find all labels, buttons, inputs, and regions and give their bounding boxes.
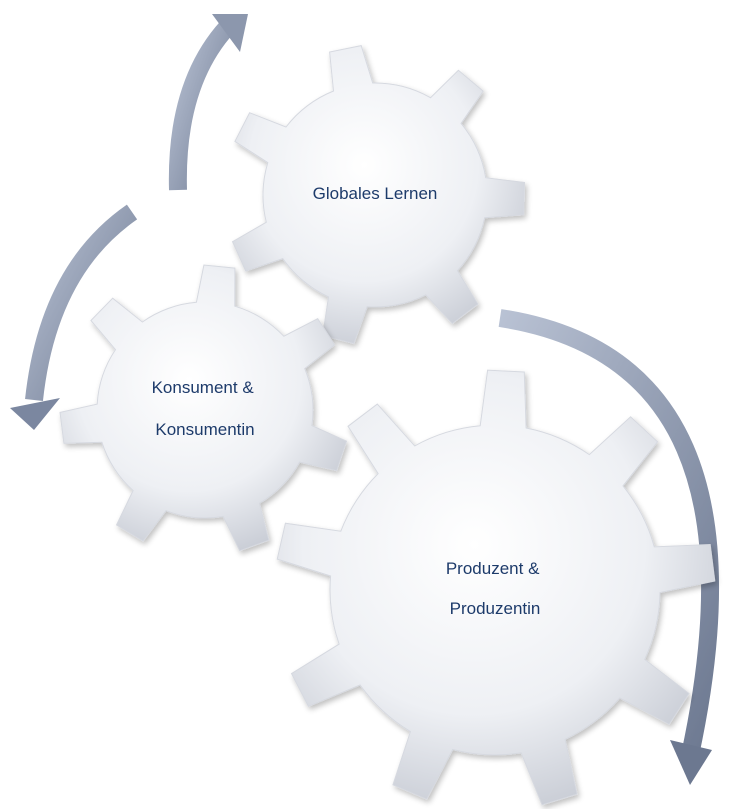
arrow-top-left — [168, 15, 239, 191]
gear-globales-lernen: Globales Lernen — [231, 45, 526, 345]
gear-label-line: Produzentin — [450, 599, 541, 618]
arrow-left — [25, 204, 138, 401]
arrow-head-top — [212, 14, 248, 52]
gear-label: Konsument & Konsumentin — [152, 378, 259, 439]
cycle-arrows — [10, 14, 720, 785]
gear-shape — [231, 45, 526, 345]
arrow-head-left — [10, 398, 60, 430]
gear-konsument: Konsument & Konsumentin — [59, 264, 348, 552]
gear-label: Produzent & Produzentin — [446, 559, 544, 618]
gear-label-line: Konsument & — [152, 378, 255, 397]
gear-shape — [59, 264, 348, 552]
gear-label: Globales Lernen — [313, 184, 438, 203]
gear-produzent: Produzent & Produzentin — [276, 369, 716, 806]
gear-label-line: Globales Lernen — [313, 184, 438, 203]
gear-shape — [276, 369, 716, 806]
gear-label-line: Konsumentin — [155, 420, 254, 439]
arrow-right — [498, 309, 720, 757]
gear-label-line: Produzent & — [446, 559, 540, 578]
arrow-head-right — [670, 740, 712, 785]
